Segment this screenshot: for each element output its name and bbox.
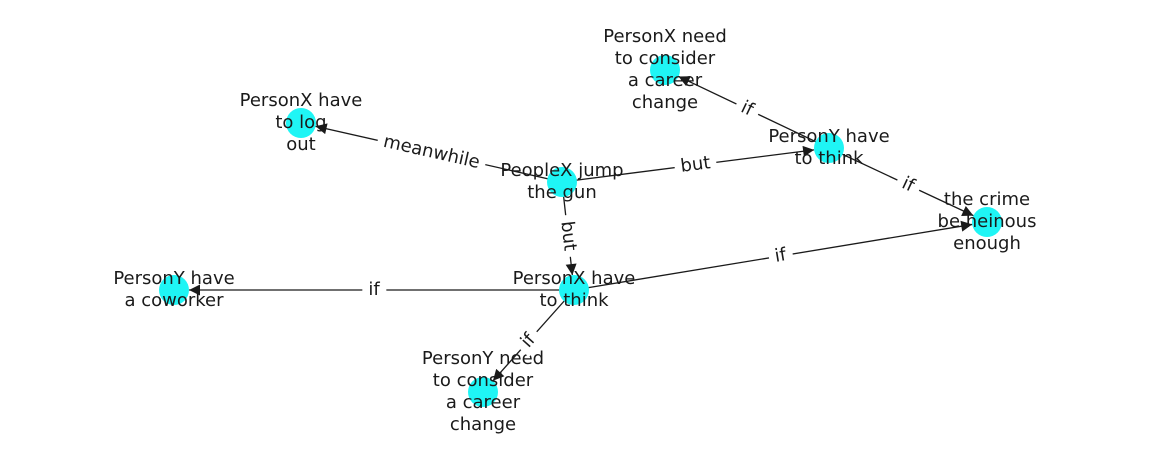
node-label-line: PersonX have (513, 268, 636, 289)
edge-label: if (773, 244, 788, 267)
node-label-line: to think (539, 290, 609, 311)
edge-label-group: but (554, 213, 583, 259)
edge-label-group: if (731, 93, 764, 125)
node-n_thinkX (559, 275, 589, 305)
edge-label: meanwhile (381, 131, 481, 173)
edge-label-background (511, 323, 545, 358)
node-n_thinkY (814, 133, 844, 163)
node-label-line: the gun (527, 182, 597, 203)
node-n_jump (547, 167, 577, 197)
node-n_logout (286, 108, 316, 138)
node-label-line: PeopleX jump (500, 160, 623, 181)
node-n_crime (972, 207, 1002, 237)
node-label-line: PersonX need (603, 26, 727, 47)
node-label-line: PersonY need (422, 348, 544, 369)
edge-label-group: but (673, 150, 718, 179)
node-label-line: change (632, 92, 698, 113)
node-label-line: PersonY have (768, 126, 889, 147)
node-label-line: enough (953, 233, 1021, 254)
node-n_careerY (468, 377, 498, 407)
node-n_coworker (159, 275, 189, 305)
node-n_careerX (650, 55, 680, 85)
node-label-line: to log (275, 112, 326, 133)
node-label-line: PersonX have (240, 90, 363, 111)
edge-label-group: if (892, 169, 925, 201)
node-label-line: a coworker (124, 290, 224, 311)
node-label-line: a career (628, 70, 703, 91)
node-label-line: be heinous (938, 211, 1037, 232)
edge-label-group: if (362, 278, 387, 301)
edge-label-background (375, 128, 488, 176)
edge-label: but (679, 152, 711, 177)
edge-label: if (368, 279, 380, 300)
edge-label-background (362, 278, 387, 301)
edge-label-group: meanwhile (375, 128, 488, 176)
edge-label-group: if (767, 242, 795, 269)
edge-label-background (767, 242, 795, 269)
node-label-line: to think (794, 148, 864, 169)
edge-label-background (554, 213, 583, 259)
node-label-line: out (286, 134, 315, 155)
node-label-line: a career (446, 392, 521, 413)
node-label-line: change (450, 414, 516, 435)
node-label-line: to consider (433, 370, 534, 391)
node-label-line: the crime (944, 189, 1030, 210)
nodes-layer (159, 55, 1002, 407)
edge-label-background (731, 93, 764, 125)
node-label-line: to consider (615, 48, 716, 69)
node-label-line: PersonY have (113, 268, 234, 289)
edge-label: but (556, 220, 580, 252)
edge-label-background (892, 169, 925, 201)
edge-label-background (673, 150, 718, 179)
edge-label-group: if (511, 323, 545, 358)
